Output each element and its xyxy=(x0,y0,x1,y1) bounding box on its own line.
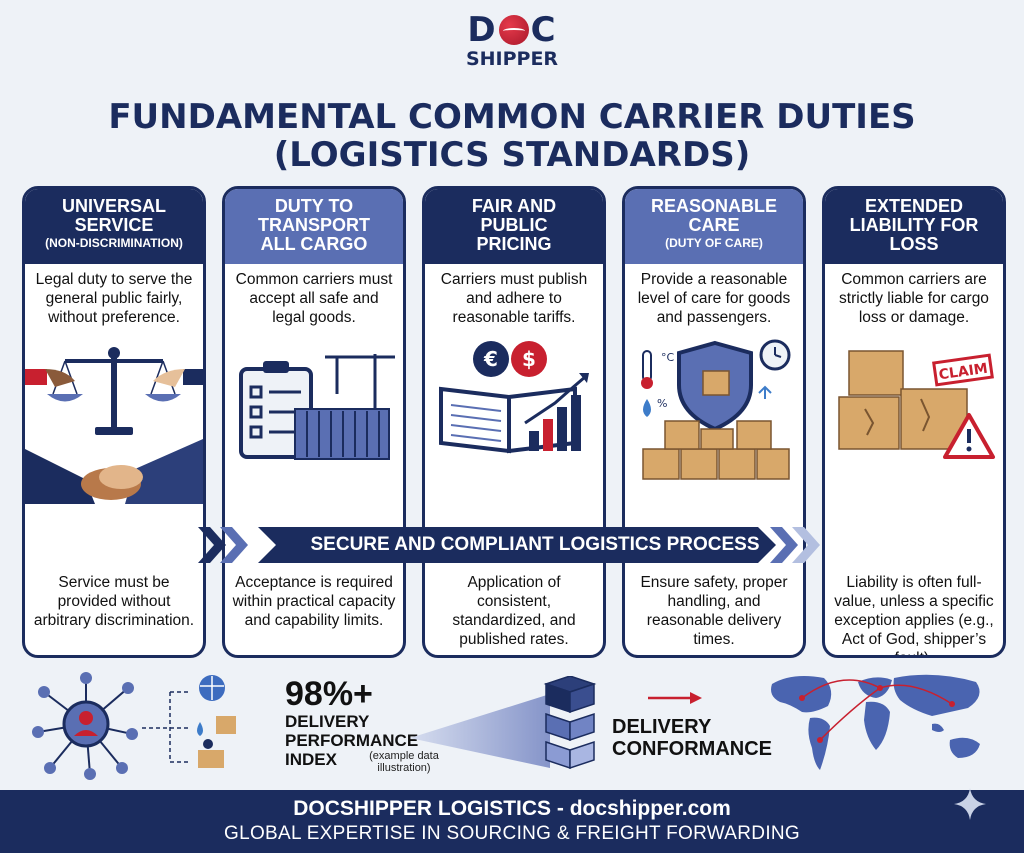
card-heading-line: TRANSPORT xyxy=(258,215,370,235)
card-heading-line: PUBLIC xyxy=(480,215,548,235)
conformance-beam-icon xyxy=(410,676,597,770)
card-heading: REASONABLE CARE (DUTY OF CARE) xyxy=(625,189,803,264)
card-heading-line: FAIR AND xyxy=(471,196,557,216)
globe-icon xyxy=(498,15,529,45)
process-banner-label: SECURE AND COMPLIANT LOGISTICS PROCESS xyxy=(310,534,760,555)
world-map-icon xyxy=(771,674,980,770)
card-extended-liability: EXTENDED LIABILITY FOR LOSS Common carri… xyxy=(822,186,1006,658)
card-reasonable-care: REASONABLE CARE (DUTY OF CARE) Provide a… xyxy=(622,186,806,658)
card-heading-line: LOSS xyxy=(889,234,939,254)
scales-handshake-icon xyxy=(25,347,203,504)
tariff-book-currency-icon: € $ xyxy=(439,341,589,454)
card-fair-pricing: FAIR AND PUBLIC PRICING Carriers must pu… xyxy=(422,186,606,658)
conformance-label-line: CONFORMANCE xyxy=(612,738,772,760)
card-heading-line: REASONABLE xyxy=(650,196,777,216)
network-hub-icon xyxy=(32,672,236,780)
page-title: FUNDAMENTAL COMMON CARRIER DUTIES (LOGIS… xyxy=(0,98,1024,174)
card-heading-line: CARE xyxy=(688,215,740,235)
sparkle-icon xyxy=(954,788,986,820)
card-heading-line: UNIVERSAL xyxy=(61,196,166,216)
title-line-1: FUNDAMENTAL COMMON CARRIER DUTIES xyxy=(108,97,916,137)
card-heading: UNIVERSAL SERVICE (NON-DISCRIMINATION) xyxy=(25,189,203,264)
card-detail: Service must be provided without arbitra… xyxy=(33,574,195,629)
kpi-note: (example data illustration) xyxy=(369,750,439,774)
card-heading-line: ALL CARGO xyxy=(260,234,368,254)
conformance-label: DELIVERY CONFORMANCE xyxy=(612,716,782,760)
arrow-right-icon xyxy=(648,692,702,704)
card-heading: DUTY TO TRANSPORT ALL CARGO xyxy=(225,189,403,264)
card-detail: Application of consistent, standardized,… xyxy=(452,574,576,648)
damaged-boxes-claim-icon: CLAIM xyxy=(838,350,995,459)
footer-brand: DOCSHIPPER LOGISTICS - docshipper.com xyxy=(293,797,731,820)
euro-icon: € xyxy=(483,347,498,371)
conformance-label-line: DELIVERY xyxy=(612,716,712,738)
docshipper-logo: D C SHIPPER xyxy=(0,12,1024,70)
kpi-label-line: PERFORMANCE xyxy=(285,731,419,750)
card-heading-line: SERVICE xyxy=(74,215,154,235)
clipboard-crane-container-icon xyxy=(239,354,395,460)
card-detail: Acceptance is required within practical … xyxy=(232,574,396,629)
title-line-2: (LOGISTICS STANDARDS) xyxy=(273,135,751,175)
footer: DOCSHIPPER LOGISTICS - docshipper.com GL… xyxy=(0,790,1024,853)
card-heading-line: EXTENDED xyxy=(864,196,963,216)
card-description: Common carriers must accept all safe and… xyxy=(235,271,393,326)
logo-letter-d: D xyxy=(467,10,497,50)
logo-subtitle: SHIPPER xyxy=(465,48,559,70)
kpi-label-line: DELIVERY xyxy=(285,712,370,731)
card-description: Legal duty to serve the general public f… xyxy=(35,271,193,326)
kpi-block: 98%+ DELIVERY PERFORMANCE INDEX xyxy=(285,676,445,769)
humidity-icon: % xyxy=(657,397,667,410)
logo-letter-c: C xyxy=(530,10,557,50)
card-heading-line: LIABILITY FOR xyxy=(849,215,979,235)
card-description: Common carriers are strictly liable for … xyxy=(839,271,989,326)
card-universal-service: UNIVERSAL SERVICE (NON-DISCRIMINATION) L… xyxy=(22,186,206,658)
card-subheading: (DUTY OF CARE) xyxy=(665,236,763,250)
card-description: Provide a reasonable level of care for g… xyxy=(637,271,791,326)
shield-boxes-icon: °C % xyxy=(641,339,791,480)
kpi-value: 98%+ xyxy=(285,675,373,713)
dollar-icon: $ xyxy=(522,347,536,371)
card-subheading: (NON-DISCRIMINATION) xyxy=(45,236,183,250)
claim-stamp: CLAIM xyxy=(938,361,989,384)
kpi-label-line: INDEX xyxy=(285,750,337,769)
card-heading-line: DUTY TO xyxy=(274,196,354,216)
card-heading-line: PRICING xyxy=(476,234,552,254)
card-description: Carriers must publish and adhere to reas… xyxy=(440,271,588,326)
logo-wordmark: D C xyxy=(467,12,556,48)
card-detail: Ensure safety, proper handling, and reas… xyxy=(640,574,788,648)
card-heading: FAIR AND PUBLIC PRICING xyxy=(425,189,603,264)
card-duty-to-transport: DUTY TO TRANSPORT ALL CARGO Common carri… xyxy=(222,186,406,658)
card-detail: Liability is often full-value, unless a … xyxy=(834,574,994,655)
footer-tagline: GLOBAL EXPERTISE IN SOURCING & FREIGHT F… xyxy=(224,823,800,844)
celsius-icon: °C xyxy=(661,351,675,364)
card-heading: EXTENDED LIABILITY FOR LOSS xyxy=(825,189,1003,264)
process-arrow-banner xyxy=(198,527,820,563)
